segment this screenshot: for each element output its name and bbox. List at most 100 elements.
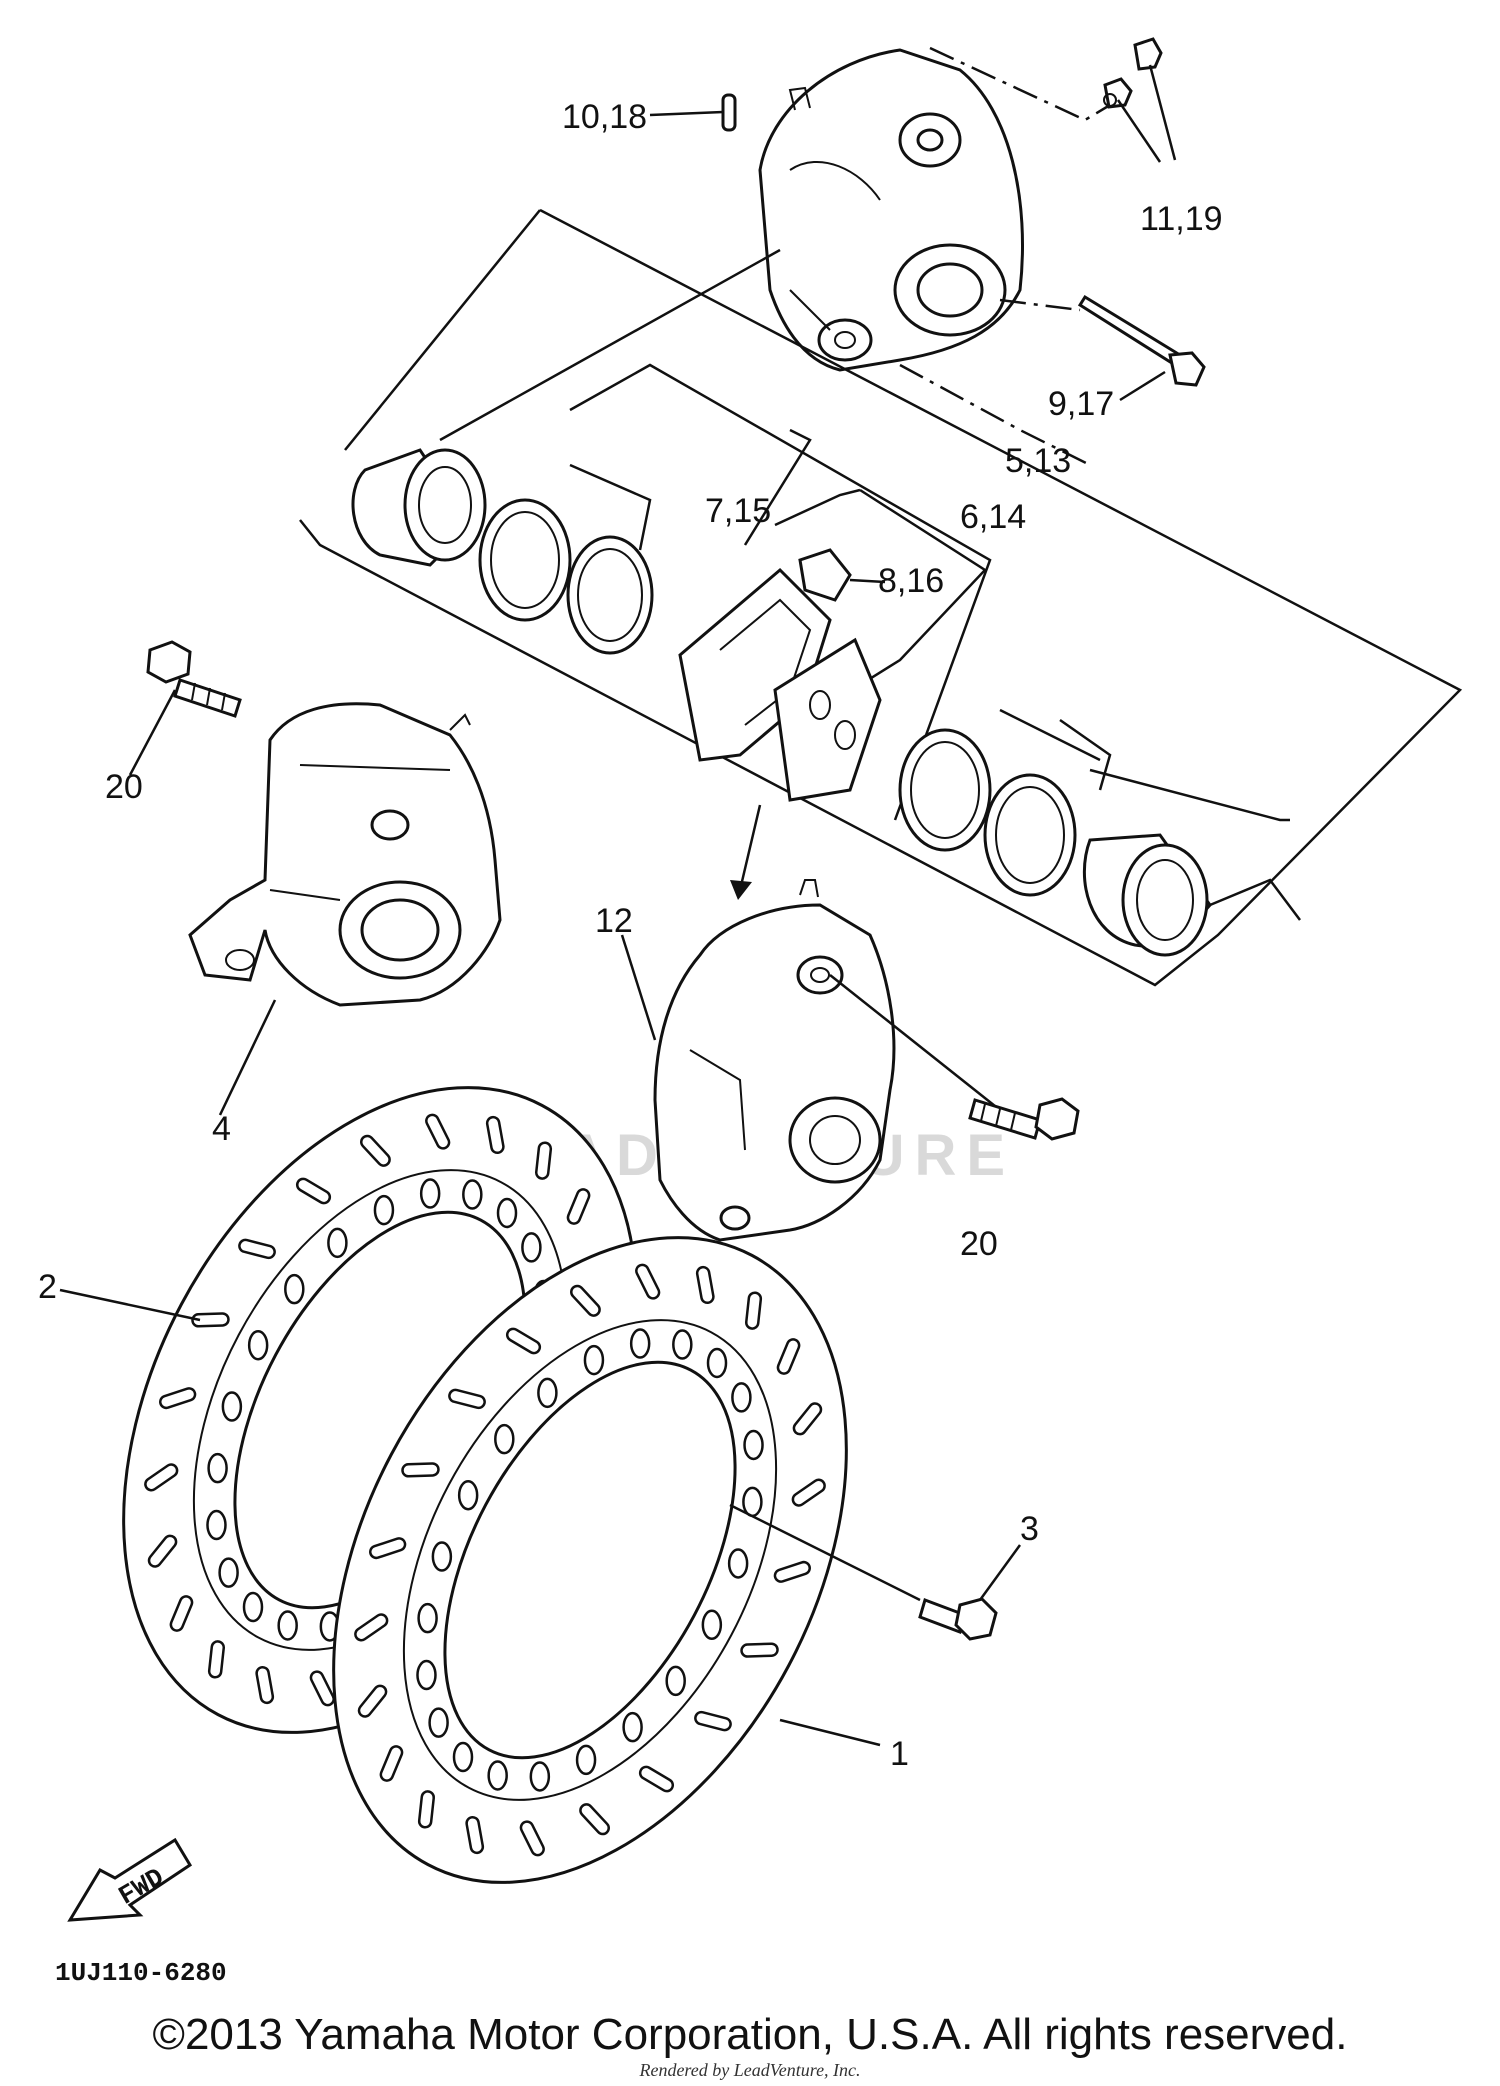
mounting-bolt-left — [146, 640, 242, 718]
disc-slot — [744, 1291, 763, 1330]
disc-slot — [207, 1640, 226, 1679]
label-part-20-right: 20 — [960, 1225, 998, 1263]
piston-seal-right-1 — [898, 728, 992, 852]
disc-hole — [487, 1760, 508, 1791]
disc-slot — [417, 1790, 436, 1829]
disc-hole — [206, 1509, 227, 1541]
disc-slot — [169, 1595, 194, 1632]
disc-slot — [579, 1803, 610, 1836]
disc-hole — [417, 1602, 438, 1634]
left-caliper-body — [188, 702, 502, 1007]
disc-hole — [207, 1452, 228, 1484]
exploded-set-bracket — [299, 208, 1463, 987]
piston-seal-left-1 — [478, 498, 572, 622]
disc-hole — [706, 1347, 728, 1379]
disc-hole — [457, 1479, 479, 1511]
label-part-7-15: 7,15 — [705, 492, 771, 530]
disc-hole — [242, 1591, 264, 1623]
disc-slot — [694, 1710, 732, 1732]
disc-hole — [575, 1744, 597, 1776]
label-part-2: 2 — [38, 1268, 57, 1306]
disc-hole — [583, 1344, 605, 1376]
disc-hole — [247, 1329, 269, 1361]
disc-hole — [221, 1391, 243, 1422]
disc-slot — [566, 1188, 591, 1225]
label-part-12: 12 — [595, 902, 633, 940]
disc-hole — [537, 1377, 558, 1409]
disc-slot — [505, 1327, 542, 1355]
disc-hole — [428, 1707, 449, 1738]
disc-slot — [570, 1284, 601, 1317]
disc-hole — [416, 1659, 437, 1691]
disc-slot — [295, 1177, 332, 1205]
piston-right — [1082, 833, 1212, 957]
disc-hole — [701, 1609, 723, 1641]
disc-hole — [727, 1548, 749, 1579]
rendered-by-note: Rendered by LeadVenture, Inc. — [639, 2060, 861, 2080]
disc-slot — [635, 1263, 661, 1300]
disc-slot — [425, 1113, 451, 1150]
disc-hole — [665, 1665, 686, 1697]
disc-slot — [159, 1387, 197, 1410]
disc-hole — [462, 1179, 483, 1210]
disc-slot — [357, 1684, 388, 1718]
disc-hole — [731, 1382, 752, 1413]
disc-slot — [791, 1478, 826, 1507]
disc-hole — [327, 1227, 348, 1259]
bleed-screw-parts — [1103, 37, 1163, 109]
brake-pad-2 — [773, 637, 882, 802]
disc-hole — [521, 1232, 542, 1263]
pin-clip-part — [721, 93, 737, 132]
disc-slot — [238, 1238, 276, 1260]
disc-hole — [496, 1197, 518, 1229]
label-part-6-14: 6,14 — [960, 498, 1026, 536]
piston-left — [351, 448, 487, 567]
piston-seal-right-2 — [983, 773, 1077, 897]
disc-hole — [218, 1557, 239, 1588]
disc-hole — [284, 1273, 305, 1305]
disc-hole — [742, 1486, 763, 1518]
disc-hole — [629, 1328, 651, 1359]
upper-caliper-body — [758, 48, 1024, 372]
disc-hole — [277, 1610, 298, 1641]
label-part-10-18: 10,18 — [562, 98, 647, 136]
disc-slot — [776, 1338, 801, 1375]
disc-slot — [147, 1534, 178, 1568]
disc-hole — [419, 1178, 441, 1209]
disc-slot — [792, 1402, 823, 1436]
label-part-11-19: 11,19 — [1140, 200, 1223, 238]
disc-hole — [494, 1423, 515, 1455]
disc-bolt-part — [918, 1597, 998, 1641]
mounting-bolt-right — [968, 1097, 1080, 1141]
piston-seal-left-2 — [566, 535, 654, 655]
disc-slot — [695, 1265, 715, 1305]
disc-hole — [431, 1541, 453, 1572]
disc-slot — [354, 1613, 389, 1642]
label-part-20-left: 20 — [105, 768, 143, 806]
disc-slot — [519, 1820, 545, 1857]
disc-slot — [309, 1670, 335, 1707]
caliper-pin-part — [1077, 294, 1206, 387]
disc-slot — [448, 1388, 486, 1410]
pad-spring-part — [798, 548, 852, 602]
label-part-4: 4 — [212, 1110, 231, 1148]
disc-hole — [373, 1194, 395, 1226]
disc-slot — [465, 1815, 485, 1855]
figure-code: 1UJ110-6280 — [55, 1958, 227, 1988]
disc-slot — [740, 1642, 779, 1658]
label-part-9-17: 9,17 — [1048, 385, 1114, 423]
label-part-1: 1 — [890, 1735, 909, 1773]
disc-slot — [360, 1134, 391, 1167]
disc-slot — [485, 1115, 505, 1155]
disc-slot — [379, 1745, 404, 1782]
label-part-5-13: 5,13 — [1005, 442, 1071, 480]
label-part-8-16: 8,16 — [878, 562, 944, 600]
disc-hole — [672, 1329, 693, 1360]
disc-hole — [529, 1761, 551, 1792]
disc-slot — [369, 1537, 407, 1560]
disc-slot — [773, 1560, 811, 1583]
disc-slot — [401, 1462, 440, 1478]
disc-slot — [255, 1665, 275, 1705]
forward-direction-arrow: FWD — [67, 1837, 193, 1922]
